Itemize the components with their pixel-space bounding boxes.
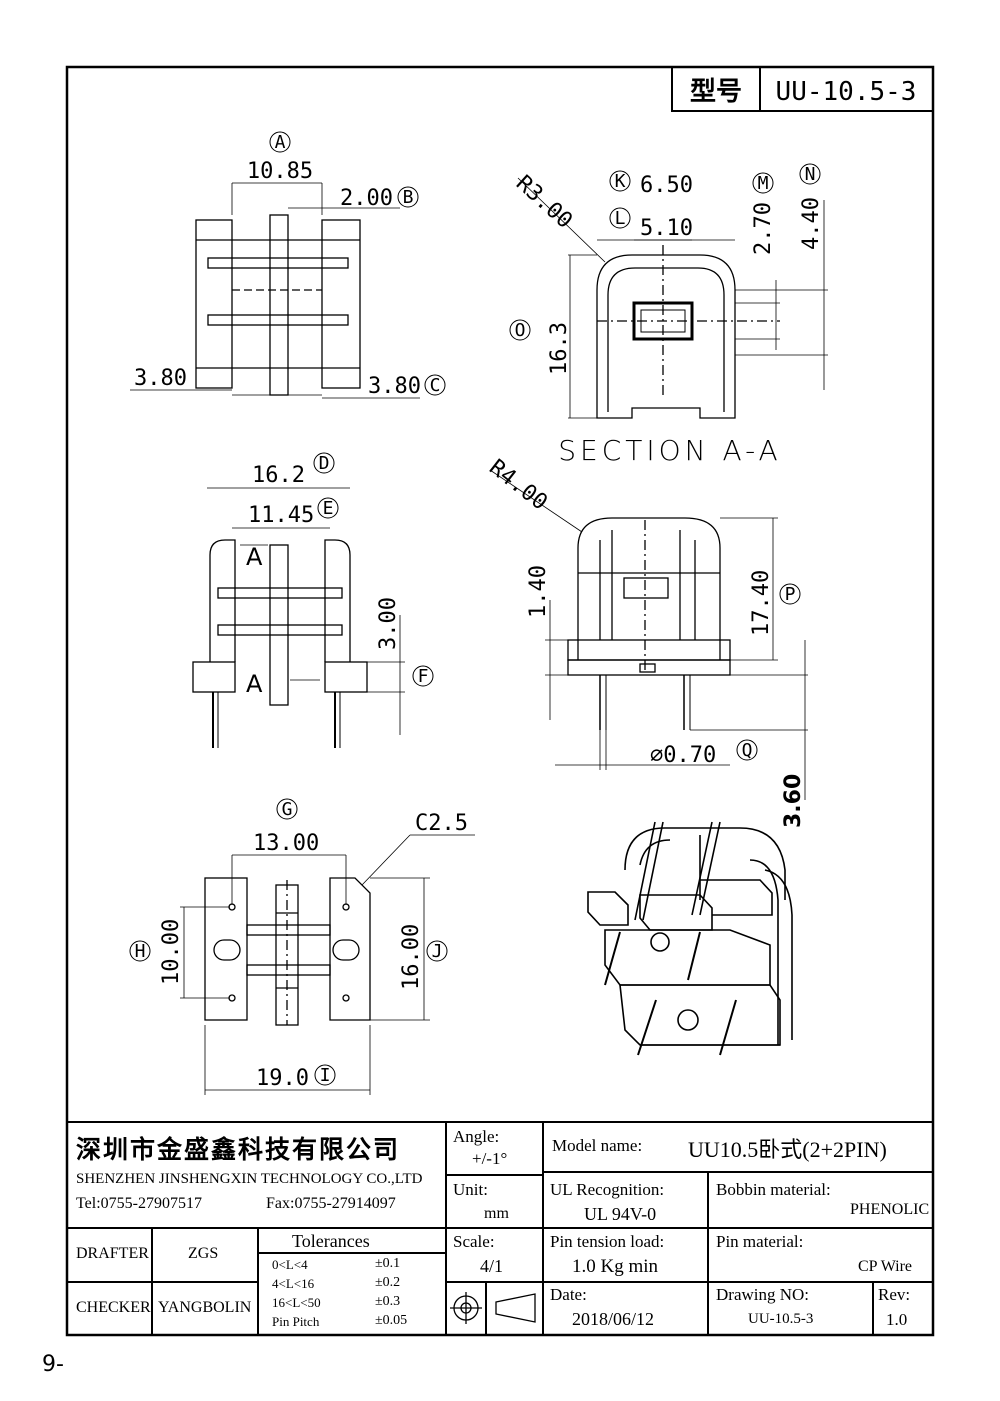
section-radius: R3.00 — [511, 171, 577, 234]
model-box — [671, 66, 934, 112]
tolerance-range-1: 4<L<16 — [272, 1276, 315, 1291]
tolerance-range-2: 16<L<50 — [272, 1295, 321, 1310]
tolerance-value-0: ±0.1 — [375, 1256, 401, 1271]
sheet-border — [65, 65, 935, 1337]
page-number: 9- — [42, 1352, 64, 1377]
model-name-label: Model name: — [552, 1136, 643, 1155]
rev-label: Rev: — [878, 1285, 911, 1304]
pin-tension-label: Pin tension load: — [550, 1232, 665, 1251]
section-mark-bottom: A — [246, 670, 263, 698]
label-M: M — [758, 173, 769, 194]
angle-label: Angle: — [453, 1127, 500, 1146]
dim-K: 6.50 — [640, 173, 693, 198]
pin-material-value: CP Wire — [858, 1258, 913, 1275]
dim-A: 10.85 — [247, 159, 313, 184]
dim-H: 10.00 — [159, 919, 184, 985]
label-O: O — [515, 320, 526, 341]
projection-symbol — [450, 1292, 536, 1324]
label-E: E — [323, 498, 334, 519]
label-N: N — [805, 164, 816, 185]
title-block-grid — [67, 1121, 933, 1335]
company-cn: 深圳市金盛鑫科技有限公司 — [76, 1135, 401, 1164]
top-view — [130, 182, 420, 399]
label-K: K — [615, 171, 626, 192]
dim-I: 19.0 — [256, 1066, 309, 1091]
label-A: A — [275, 132, 286, 153]
label-D: D — [319, 453, 330, 474]
section-mark-top: A — [246, 543, 263, 571]
dim-G: 13.00 — [253, 831, 319, 856]
ul-value: UL 94V-0 — [584, 1204, 657, 1224]
label-Q: Q — [742, 740, 753, 761]
label-L: L — [615, 208, 626, 229]
dim-B: 2.00 — [340, 186, 393, 211]
dim-C: 3.80 — [368, 374, 421, 399]
label-H: H — [135, 941, 146, 962]
scale-value: 4/1 — [480, 1256, 504, 1276]
unit-label: Unit: — [453, 1180, 488, 1199]
model-value: UU-10.5-3 — [776, 77, 917, 107]
label-G: G — [282, 799, 293, 820]
drawing-no-label: Drawing NO: — [716, 1285, 810, 1304]
isometric-view — [587, 821, 793, 1056]
label-F: F — [418, 666, 429, 687]
dim-D: 16.2 — [252, 463, 305, 488]
section-title: SECTION A-A — [558, 434, 781, 467]
drafter-label: DRAFTER — [76, 1245, 149, 1262]
label-J: J — [432, 941, 443, 962]
date-label: Date: — [550, 1285, 587, 1304]
date-value: 2018/06/12 — [572, 1309, 655, 1329]
checker-value: YANGBOLIN — [158, 1299, 252, 1316]
dim-L: 5.10 — [640, 216, 693, 241]
tolerance-range-3: Pin Pitch — [272, 1314, 320, 1329]
dim-E: 11.45 — [248, 503, 314, 528]
label-B: B — [403, 187, 414, 208]
tel: Tel:0755-27907517 — [76, 1195, 202, 1212]
tolerance-value-2: ±0.3 — [375, 1294, 401, 1309]
dim-J: 16.00 — [399, 924, 424, 990]
bobbin-label: Bobbin material: — [716, 1180, 831, 1199]
scale-label: Scale: — [453, 1232, 495, 1251]
pin-tension-value: 1.0 Kg min — [572, 1256, 659, 1277]
tolerance-range-0: 0<L<4 — [272, 1257, 308, 1272]
side-radius: R4.00 — [484, 455, 552, 515]
company-en: SHENZHEN JINSHENGXIN TECHNOLOGY CO.,LTD — [76, 1171, 423, 1187]
ul-label: UL Recognition: — [550, 1180, 665, 1199]
section-view — [517, 177, 828, 419]
dim-P: 17.40 — [749, 570, 774, 636]
label-I: I — [320, 1065, 331, 1086]
side-view — [489, 469, 808, 800]
rev-value: 1.0 — [886, 1310, 908, 1329]
checker-label: CHECKER — [76, 1299, 151, 1316]
drawing-no-value: UU-10.5-3 — [748, 1311, 814, 1327]
dim-left-top: 3.80 — [134, 366, 187, 391]
model-name-value: UU10.5卧式(2+2PIN) — [688, 1137, 887, 1162]
tolerance-value-1: ±0.2 — [375, 1275, 401, 1290]
tolerances-title: Tolerances — [292, 1231, 370, 1251]
pin-material-label: Pin material: — [716, 1232, 804, 1251]
dim-Q: ⌀0.70 — [650, 743, 716, 768]
unit-value: mm — [484, 1205, 509, 1222]
dim-O: 16.3 — [547, 322, 572, 375]
bottom-view — [180, 834, 475, 1095]
label-C: C — [430, 375, 441, 396]
dim-N: 4.40 — [799, 197, 824, 250]
angle-value: +/-1° — [472, 1149, 508, 1168]
tolerance-value-3: ±0.05 — [375, 1313, 408, 1328]
dim-F: 3.00 — [376, 597, 401, 650]
chamfer: C2.5 — [415, 811, 468, 836]
bobbin-value: PHENOLIC — [850, 1201, 930, 1218]
model-label: 型号 — [690, 77, 742, 107]
front-view — [192, 487, 405, 748]
dim-pin-length: 3.60 — [781, 774, 806, 828]
dim-side-left: 1.40 — [526, 565, 551, 618]
label-P: P — [785, 584, 796, 605]
fax: Fax:0755-27914097 — [266, 1195, 396, 1212]
drafter-value: ZGS — [188, 1245, 219, 1262]
dim-M: 2.70 — [751, 202, 776, 255]
